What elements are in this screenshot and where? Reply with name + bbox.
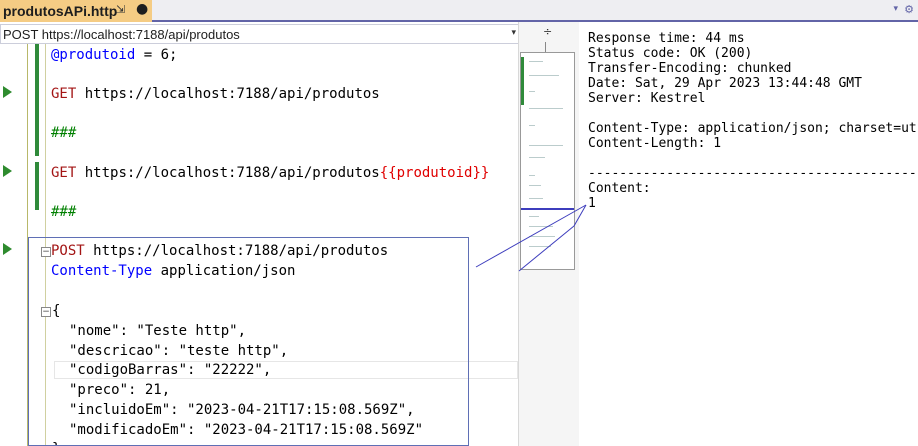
- request-separator: ###: [51, 204, 77, 220]
- collapse-icon[interactable]: −: [41, 247, 51, 257]
- pin-icon[interactable]: ⇲: [116, 3, 126, 16]
- variable-name: @produtoid: [51, 47, 136, 63]
- response-panel[interactable]: Response time: 44 ms Status code: OK (20…: [580, 22, 918, 446]
- http-method: GET: [51, 86, 77, 102]
- http-method: POST: [51, 243, 85, 259]
- annotation-box: [28, 237, 469, 446]
- minimap-line: [529, 246, 551, 247]
- json-line: "modificadoEm": "2023-04-21T17:15:08.569…: [69, 422, 424, 438]
- json-brace-open: {: [52, 303, 61, 319]
- tab-title: produtosAPi.http: [3, 3, 118, 19]
- navigation-selected-value: POST https://localhost:7188/api/produtos: [3, 27, 240, 42]
- tab-list-dropdown-icon[interactable]: ▾: [893, 4, 898, 14]
- content-label: Content:: [588, 181, 651, 196]
- current-line-highlight: [54, 361, 518, 379]
- request-separator: ###: [51, 125, 77, 141]
- request-url: https://localhost:7188/api/produtos: [76, 165, 380, 181]
- minimap[interactable]: [520, 52, 575, 270]
- response-time: Response time: 44 ms: [588, 31, 745, 46]
- run-request-icon[interactable]: [3, 86, 12, 98]
- code-editor[interactable]: @produtoid = 6; GET https://localhost:71…: [0, 44, 518, 446]
- modified-dot-icon[interactable]: ●: [136, 1, 149, 17]
- response-server: Server: Kestrel: [588, 91, 706, 106]
- document-tab[interactable]: produtosAPi.http ⇲ ●: [0, 0, 152, 22]
- minimap-line: [529, 216, 539, 217]
- header-name: Content-Type: [51, 263, 153, 279]
- minimap-panel: ÷: [518, 22, 579, 446]
- minimap-line: [529, 185, 541, 186]
- code-line-request-2: GET https://localhost:7188/api/produtos{…: [51, 164, 489, 182]
- minimap-line: [529, 145, 563, 146]
- json-line: "incluidoEm": "2023-04-21T17:15:08.569Z"…: [69, 402, 415, 418]
- transfer-encoding: Transfer-Encoding: chunked: [588, 61, 792, 76]
- json-brace-close: }: [52, 440, 60, 446]
- response-date: Date: Sat, 29 Apr 2023 13:44:48 GMT: [588, 76, 862, 91]
- collapse-icon[interactable]: −: [41, 307, 51, 317]
- response-body: 1: [588, 196, 596, 211]
- minimap-line: [529, 157, 545, 158]
- code-line-header: Content-Type application/json: [51, 262, 295, 280]
- json-line: "nome": "Teste http",: [69, 323, 247, 339]
- json-line: "descricao": "teste http",: [69, 343, 289, 359]
- json-line: "codigoBarras": "22222",: [69, 362, 272, 378]
- minimap-line: [529, 236, 555, 237]
- tab-bar: produtosAPi.http ⇲ ● ▾ ⚙: [0, 0, 918, 22]
- run-request-icon[interactable]: [3, 165, 12, 177]
- gear-icon[interactable]: ⚙: [904, 3, 914, 16]
- variable-value: = 6;: [135, 47, 178, 63]
- run-request-icon[interactable]: [3, 243, 12, 255]
- indent-guide: [45, 44, 46, 446]
- minimap-line: [529, 175, 535, 176]
- split-editor-icon[interactable]: ÷: [543, 25, 553, 38]
- code-line-variable: @produtoid = 6;: [51, 46, 177, 64]
- minimap-line: [529, 75, 559, 76]
- code-line-request-3: POST https://localhost:7188/api/produtos: [51, 242, 388, 260]
- content-type-header: Content-Type: application/json; charset=…: [588, 121, 918, 136]
- change-indicator: [35, 44, 39, 156]
- content-length-header: Content-Length: 1: [588, 136, 722, 151]
- minimap-line: [529, 61, 543, 62]
- minimap-line: [529, 108, 563, 109]
- minimap-line: [529, 198, 543, 199]
- minimap-viewport[interactable]: [521, 208, 574, 269]
- code-line-request-1: GET https://localhost:7188/api/produtos: [51, 85, 380, 103]
- header-value: application/json: [152, 263, 296, 279]
- minimap-change-indicator: [521, 57, 524, 105]
- minimap-line: [529, 226, 553, 227]
- http-method: GET: [51, 165, 77, 181]
- json-line: "preco": 21,: [69, 382, 171, 398]
- request-url: https://localhost:7188/api/produtos: [84, 243, 389, 259]
- request-url: https://localhost:7188/api/produtos: [76, 86, 380, 102]
- variable-reference: {{produtoid}}: [379, 165, 490, 181]
- chevron-down-icon[interactable]: ▾: [511, 28, 516, 38]
- response-divider: ----------------------------------------…: [588, 166, 918, 181]
- change-indicator: [35, 162, 39, 210]
- gutter-guide: [27, 44, 28, 446]
- request-navigation-dropdown[interactable]: POST https://localhost:7188/api/produtos…: [0, 24, 520, 44]
- minimap-line: [529, 125, 535, 126]
- scroll-grip[interactable]: [545, 42, 546, 52]
- status-code: Status code: OK (200): [588, 46, 753, 61]
- minimap-line: [529, 91, 535, 92]
